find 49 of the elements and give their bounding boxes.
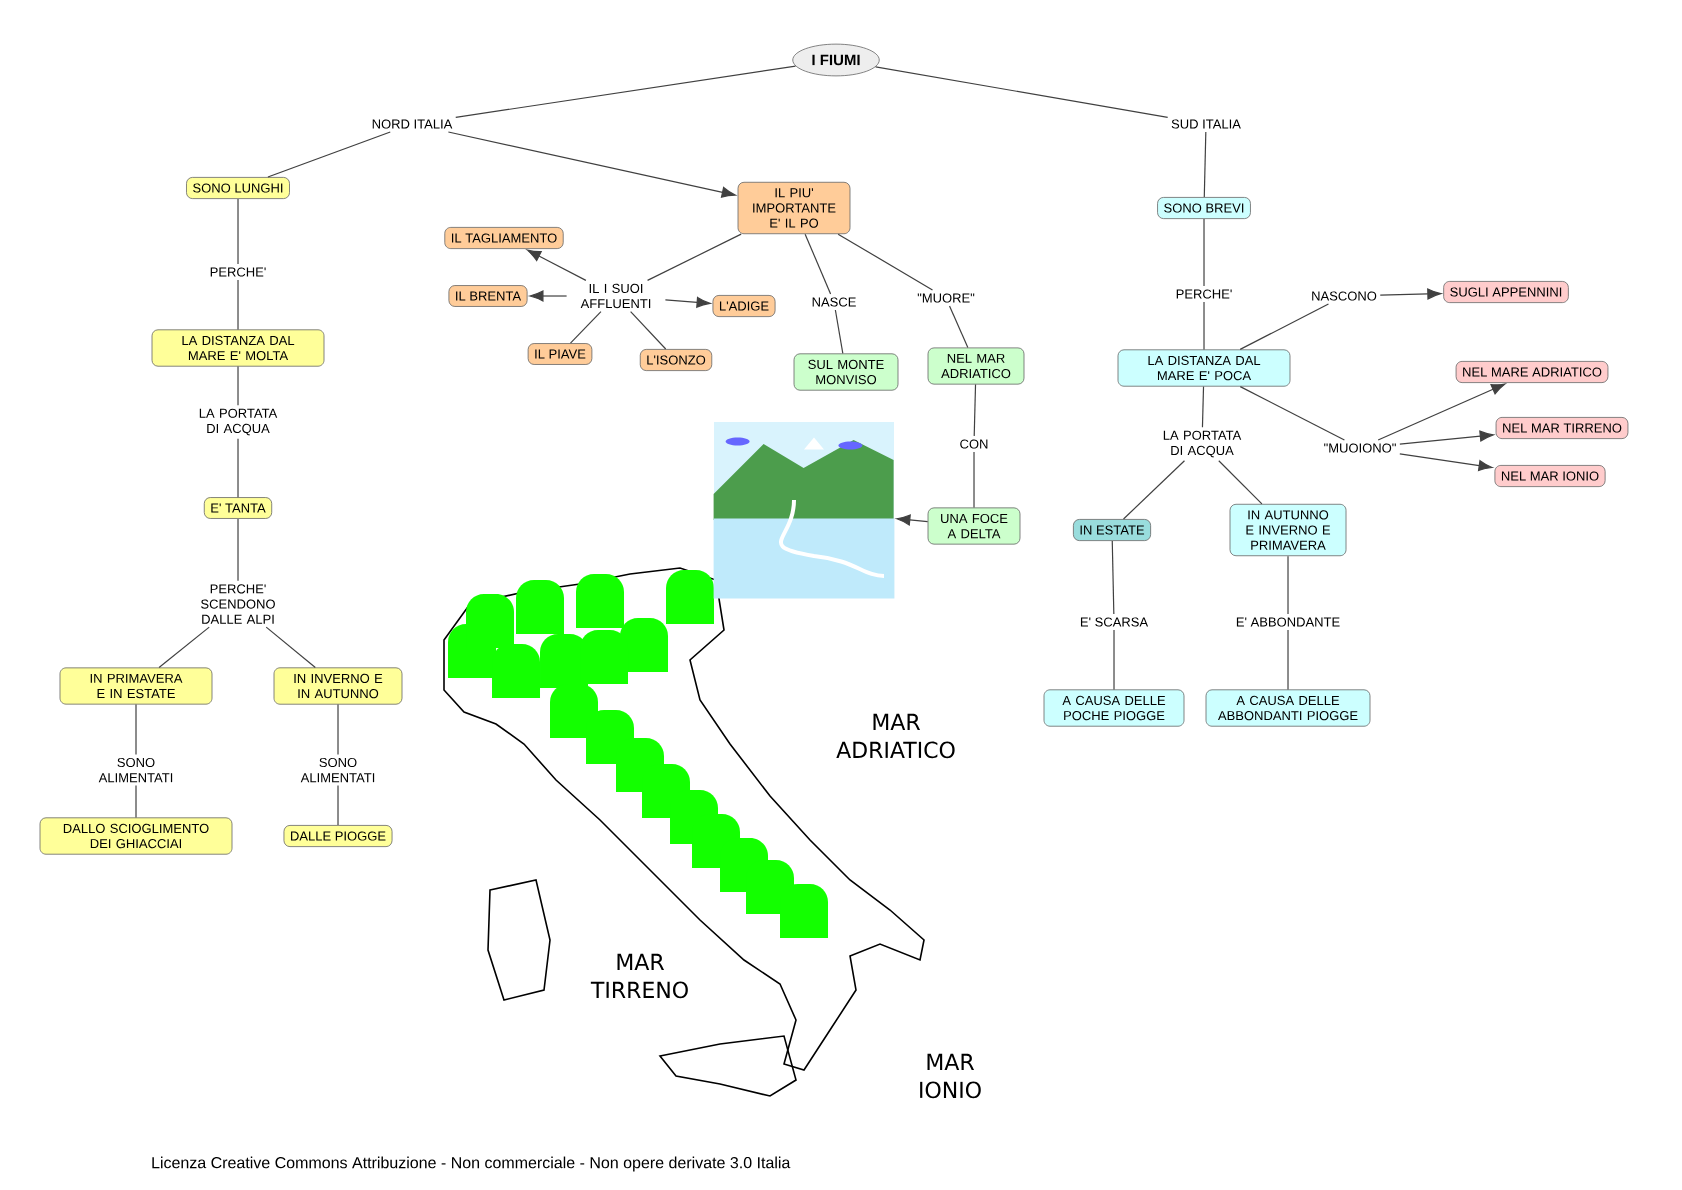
connector <box>630 311 667 350</box>
connector <box>337 704 339 756</box>
connector <box>455 65 797 118</box>
connector <box>237 518 239 582</box>
connector <box>875 66 1169 118</box>
connector <box>1218 460 1263 505</box>
connector <box>267 131 391 178</box>
sea-label: MAR ADRIATICO <box>836 713 955 759</box>
connector <box>1201 386 1205 428</box>
connector <box>337 784 339 826</box>
connector <box>1111 540 1115 615</box>
connector <box>529 290 568 302</box>
connector <box>1379 288 1442 300</box>
connector <box>1203 131 1207 198</box>
connector <box>896 514 929 526</box>
connector <box>804 233 832 295</box>
connector <box>1399 430 1494 445</box>
connector <box>834 309 844 354</box>
sea-label: MAR TIRRENO <box>590 953 688 999</box>
connector <box>526 249 587 281</box>
connector <box>237 366 239 406</box>
connector <box>1239 386 1345 441</box>
connector <box>1203 301 1205 350</box>
connector <box>973 383 977 437</box>
connector <box>237 279 239 330</box>
connector <box>1239 303 1330 350</box>
license-note: Licenza Creative Commons Attribuzione - Non commerciale - Non opere derivate 3.0 Italia <box>152 1156 791 1172</box>
connector <box>664 296 711 308</box>
connector <box>237 438 239 498</box>
connector <box>1377 383 1506 441</box>
connector <box>158 626 210 669</box>
connector <box>837 233 934 291</box>
connector <box>447 131 736 198</box>
connector <box>646 233 742 281</box>
connector <box>1122 460 1186 520</box>
connector <box>1113 629 1115 690</box>
connector <box>237 198 239 265</box>
connector <box>135 703 137 756</box>
connector <box>973 451 975 509</box>
connector <box>569 311 602 344</box>
connector <box>1203 218 1205 287</box>
connector <box>1399 453 1493 472</box>
connector <box>948 305 969 349</box>
connector <box>135 784 137 818</box>
landscape-drawing <box>713 422 895 599</box>
connector <box>1287 629 1289 690</box>
connector <box>265 626 316 668</box>
sea-label: MAR IONIO <box>920 1053 981 1099</box>
connector <box>1287 555 1289 615</box>
